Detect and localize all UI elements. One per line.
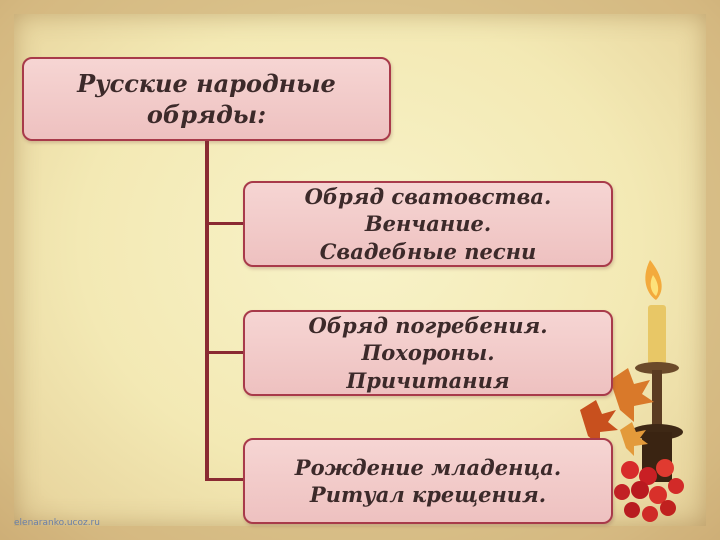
candle-icon — [631, 260, 683, 482]
connector-branch-1 — [205, 222, 243, 225]
root-node: Русские народные обряды: — [22, 57, 391, 141]
child-node-matchmaking: Обряд сватовства. Венчание. Свадебные пе… — [243, 181, 613, 267]
connector-branch-3 — [205, 478, 243, 481]
child-node-line2: Свадебные песни — [319, 238, 537, 264]
autumn-leaves-icon — [580, 368, 654, 456]
child-node-line2: Причитания — [346, 367, 510, 393]
watermark: elenaranko.ucoz.ru — [14, 518, 100, 528]
child-node-line1: Рождение младенца. — [294, 454, 562, 480]
child-node-birth: Рождение младенца. Ритуал крещения. — [243, 438, 613, 524]
rowan-berries-icon — [614, 459, 684, 522]
child-node-line1: Обряд погребения. Похороны. — [308, 313, 548, 366]
child-node-line2: Ритуал крещения. — [309, 482, 547, 507]
child-node-funeral: Обряд погребения. Похороны. Причитания — [243, 310, 613, 396]
root-node-label: Русские народные обряды: — [77, 68, 336, 129]
child-node-line1: Обряд сватовства. Венчание. — [304, 184, 552, 237]
connector-branch-2 — [205, 351, 243, 354]
connector-trunk — [205, 141, 209, 481]
candle-decoration — [580, 260, 684, 522]
